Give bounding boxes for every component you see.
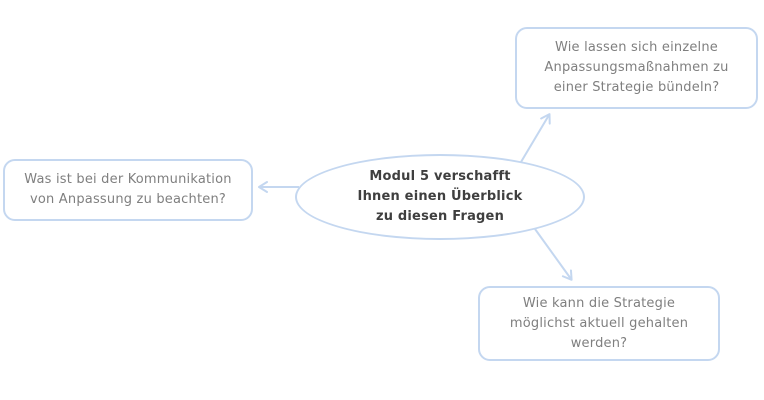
connector-arrow-to-bottom-right-box	[534, 228, 573, 281]
question-text-keep-strategy-current: Wie kann die Strategie möglichst aktuell…	[509, 295, 689, 351]
question-box-strategy-bundling: Wie lassen sich einzelne Anpassungsmaßna…	[515, 27, 758, 109]
question-box-keep-strategy-current: Wie kann die Strategie möglichst aktuell…	[478, 286, 720, 361]
center-ellipse-text: Modul 5 verschafft Ihnen einen Überblick…	[357, 169, 523, 224]
question-box-communication: Was ist bei der Kommunikation von Anpass…	[3, 159, 253, 221]
question-text-strategy-bundling: Wie lassen sich einzelne Anpassungsmaßna…	[544, 40, 729, 95]
connector-arrow-to-top-right-box	[520, 113, 551, 163]
center-ellipse-module-overview: Modul 5 verschafft Ihnen einen Überblick…	[295, 154, 585, 240]
question-text-communication: Was ist bei der Kommunikation von Anpass…	[24, 172, 232, 207]
